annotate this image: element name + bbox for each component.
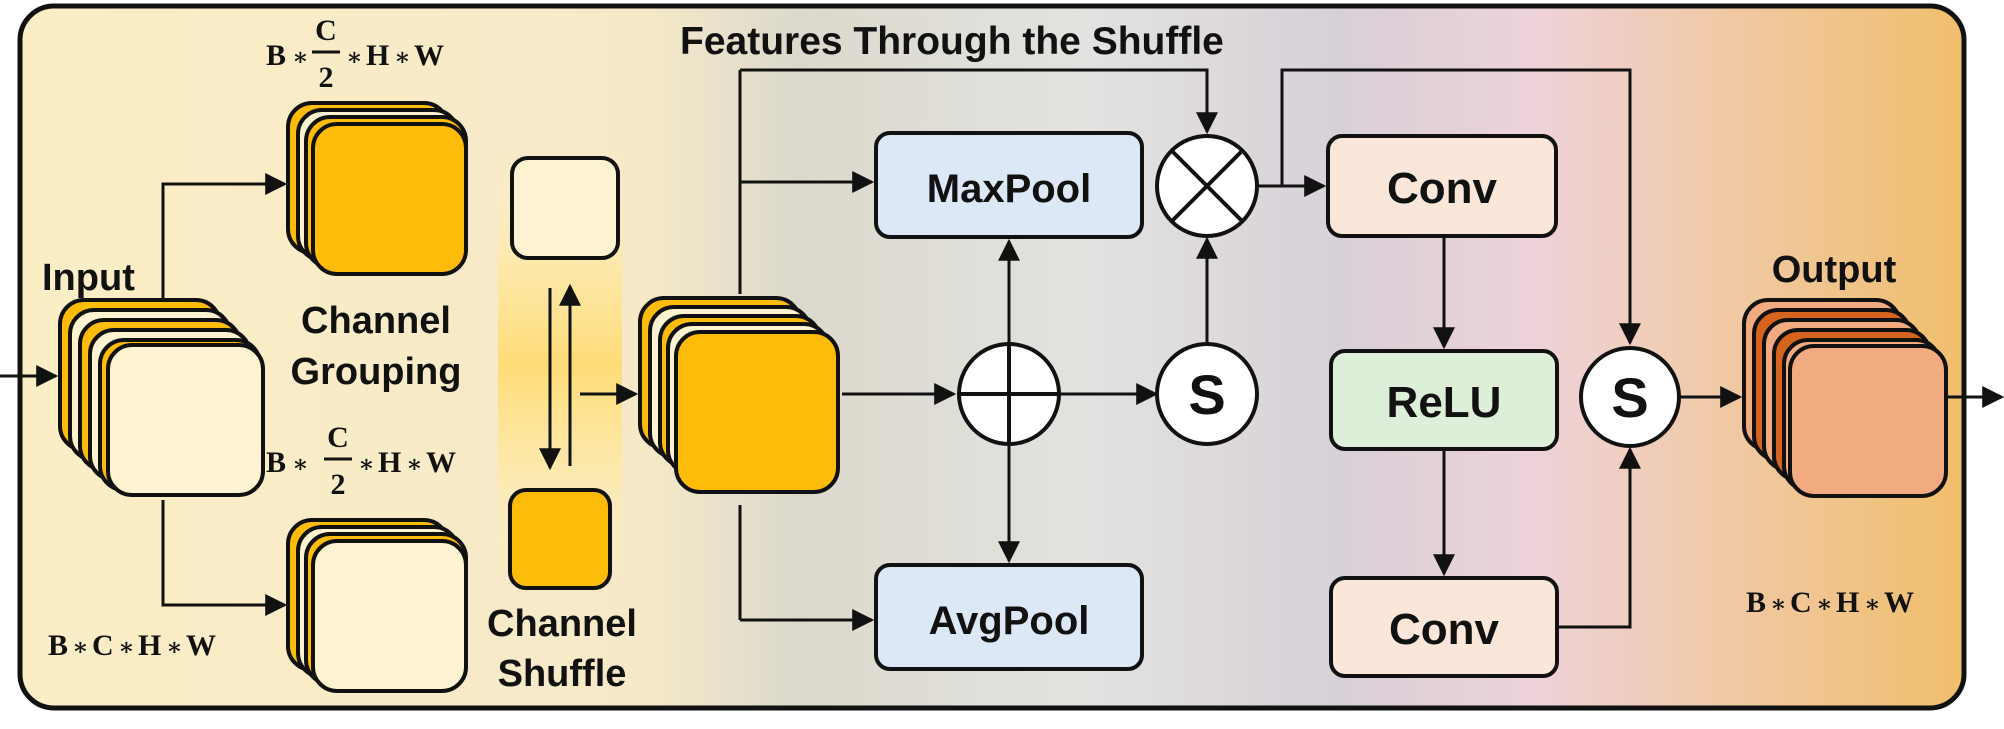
group-bottom-dims-label: B ∗ C 2 ∗ H ∗ W: [266, 421, 456, 501]
output-label: Output: [1772, 249, 1897, 291]
group-top-dims-label: B ∗ C 2 ∗ H ∗ W: [266, 14, 444, 94]
conv-top-box: [1326, 134, 1558, 238]
output-dims-label: B ∗ C ∗ H ∗ W: [1746, 586, 1914, 619]
svg-text:C: C: [315, 14, 337, 47]
svg-text:H: H: [366, 39, 389, 72]
conv-to-sigmoid-arrow: [1557, 446, 1641, 629]
svg-text:B: B: [266, 446, 286, 479]
relu-label: ReLU: [1387, 378, 1502, 427]
channel-grouping-label-line1: Channel: [301, 300, 451, 342]
input-dims-label: B ∗ C ∗ H ∗ W: [48, 629, 216, 662]
svg-text:∗: ∗: [166, 635, 183, 661]
shuffle-square-orange: [508, 488, 612, 590]
svg-text:C: C: [92, 629, 114, 662]
shuffle-square-cream: [510, 156, 620, 260]
sigmoid-operator-2: S: [1579, 346, 1681, 448]
maxpool-label: MaxPool: [927, 167, 1091, 211]
svg-text:H: H: [138, 629, 161, 662]
channel-shuffle-label-line2: Shuffle: [498, 653, 627, 695]
conv-bottom-label: Conv: [1389, 605, 1500, 654]
svg-text:∗: ∗: [406, 452, 423, 478]
input-label: Input: [42, 257, 135, 299]
svg-text:∗: ∗: [1864, 592, 1881, 618]
svg-text:∗: ∗: [346, 45, 363, 71]
svg-text:B: B: [266, 39, 286, 72]
maxpool-box: [874, 131, 1144, 239]
svg-text:∗: ∗: [292, 45, 309, 71]
svg-text:∗: ∗: [358, 452, 375, 478]
split-connector: [161, 173, 288, 616]
svg-text:W: W: [414, 39, 444, 72]
svg-text:2: 2: [319, 61, 334, 94]
svg-text:B: B: [48, 629, 68, 662]
svg-text:∗: ∗: [292, 452, 309, 478]
multiply-operator: [1155, 134, 1259, 238]
group-bottom-stack: [286, 518, 468, 693]
svg-text:C: C: [327, 421, 349, 454]
svg-text:∗: ∗: [118, 635, 135, 661]
svg-text:∗: ∗: [1770, 592, 1787, 618]
features-routing: [738, 68, 1218, 631]
channel-shuffle-label-line1: Channel: [487, 603, 637, 645]
svg-text:H: H: [378, 446, 401, 479]
svg-text:W: W: [1884, 586, 1914, 619]
channel-grouping-label-line2: Grouping: [291, 351, 462, 393]
add-operator: [957, 342, 1061, 446]
svg-text:2: 2: [331, 468, 346, 501]
output-tensor-stack: [1742, 298, 1948, 498]
input-tensor-stack: [58, 298, 265, 497]
svg-text:S: S: [1188, 363, 1225, 426]
svg-text:∗: ∗: [72, 635, 89, 661]
svg-text:S: S: [1611, 366, 1648, 429]
group-top-stack: [286, 101, 468, 276]
avgpool-box: [874, 563, 1144, 671]
svg-text:B: B: [1746, 586, 1766, 619]
svg-text:∗: ∗: [1816, 592, 1833, 618]
svg-text:C: C: [1790, 586, 1812, 619]
conv-top-label: Conv: [1387, 164, 1498, 213]
diagram-title: Features Through the Shuffle: [680, 20, 1224, 63]
svg-text:∗: ∗: [394, 45, 411, 71]
multiply-routing: [1257, 68, 1641, 346]
shuffled-features-stack: [638, 296, 840, 494]
svg-text:W: W: [426, 446, 456, 479]
svg-text:H: H: [1836, 586, 1859, 619]
sigmoid-operator-1: S: [1155, 342, 1259, 446]
avgpool-label: AvgPool: [929, 599, 1090, 643]
svg-text:W: W: [186, 629, 216, 662]
